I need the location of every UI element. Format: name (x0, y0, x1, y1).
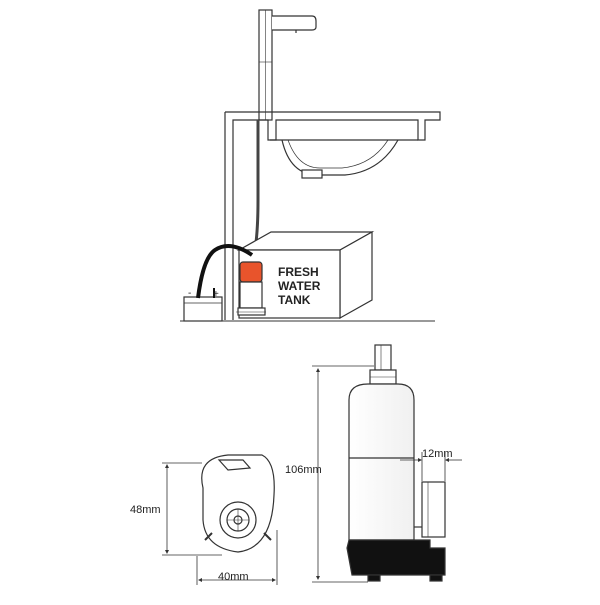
battery-minus-label: - (188, 288, 191, 299)
pump-side-view (346, 344, 446, 582)
power-cable (196, 244, 254, 299)
battery-plus-label: + (213, 289, 219, 300)
tank-label-line3: TANK (278, 293, 311, 307)
dimension-outlet-side: 12mm (422, 448, 453, 460)
installation-scene (180, 9, 441, 322)
battery (183, 296, 223, 322)
dimension-height-front: 48mm (130, 504, 161, 516)
faucet (258, 9, 317, 121)
tank-label-line2: WATER (278, 279, 321, 293)
submersible-pump-installed (236, 261, 266, 316)
dimension-width-front: 40mm (218, 571, 249, 583)
outlet-hose (251, 120, 260, 261)
pump-front-view (201, 454, 275, 553)
front-dimension-lines (162, 462, 278, 585)
fresh-water-tank (236, 230, 375, 320)
sink (224, 111, 441, 320)
tank-label-line1: FRESH (278, 265, 319, 279)
dimension-height-side: 106mm (285, 464, 322, 476)
side-dimension-lines (312, 365, 462, 583)
